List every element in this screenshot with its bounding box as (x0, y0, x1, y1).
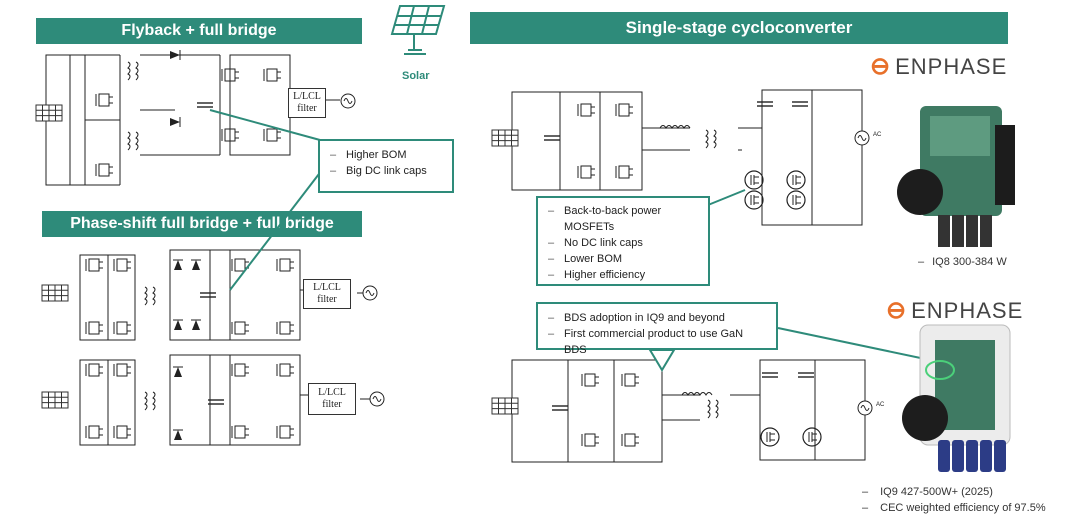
note-item: Higher BOM (346, 149, 407, 161)
caption-item: IQ8 300-384 W (932, 256, 1007, 268)
logo-text: ENPHASE (895, 53, 1008, 79)
lcl-filter-1: L/LCL filter (288, 88, 326, 118)
logo-text: ENPHASE (911, 297, 1024, 323)
note-item: No DC link caps (564, 237, 643, 249)
iq8-board-image (897, 106, 1015, 247)
filter-label: L/LCL filter (318, 387, 346, 410)
header-cycloconverter: Single-stage cycloconverter (470, 12, 1008, 44)
caption-item: CEC weighted efficiency of 97.5% (880, 502, 1046, 514)
solar-panel-icon (390, 5, 446, 55)
note-item: Higher efficiency (564, 269, 646, 281)
iq9-caption: –IQ9 427-500W+ (2025) –CEC weighted effi… (862, 486, 1046, 514)
iq9-board-image (902, 324, 1011, 472)
filter-label: L/LCL filter (313, 282, 341, 305)
lcl-filter-2: L/LCL filter (303, 279, 351, 309)
iq8-caption: –IQ8 300-384 W (918, 256, 1007, 268)
caption-item: IQ9 427-500W+ (2025) (880, 486, 993, 498)
enphase-mark-icon: ⊖ (886, 297, 908, 324)
ac-label-top: AC (873, 132, 882, 138)
header-flyback: Flyback + full bridge (36, 18, 362, 44)
note-item: Back-to-back power MOSFETs (564, 205, 662, 233)
note-bds: –BDS adoption in IQ9 and beyond –First c… (536, 302, 778, 356)
filter-label: L/LCL filter (293, 91, 321, 114)
lcl-filter-3: L/LCL filter (308, 383, 356, 415)
header-phase-shift: Phase-shift full bridge + full bridge (42, 211, 362, 237)
enphase-logo-bottom: ⊖ ENPHASE (886, 296, 1023, 325)
note-item: Big DC link caps (346, 165, 427, 177)
enphase-mark-icon: ⊖ (870, 53, 892, 80)
note-item: Lower BOM (564, 253, 623, 265)
note-item: First commercial product to use GaN BDS (564, 328, 744, 356)
solar-label: Solar (402, 70, 430, 82)
note-cyclo: –Back-to-back power MOSFETs –No DC link … (536, 196, 710, 286)
ac-label-bottom: AC (876, 402, 885, 408)
note-item: BDS adoption in IQ9 and beyond (564, 312, 725, 324)
note-flyback: –Higher BOM –Big DC link caps (318, 139, 454, 193)
enphase-logo-top: ⊖ ENPHASE (870, 52, 1007, 81)
